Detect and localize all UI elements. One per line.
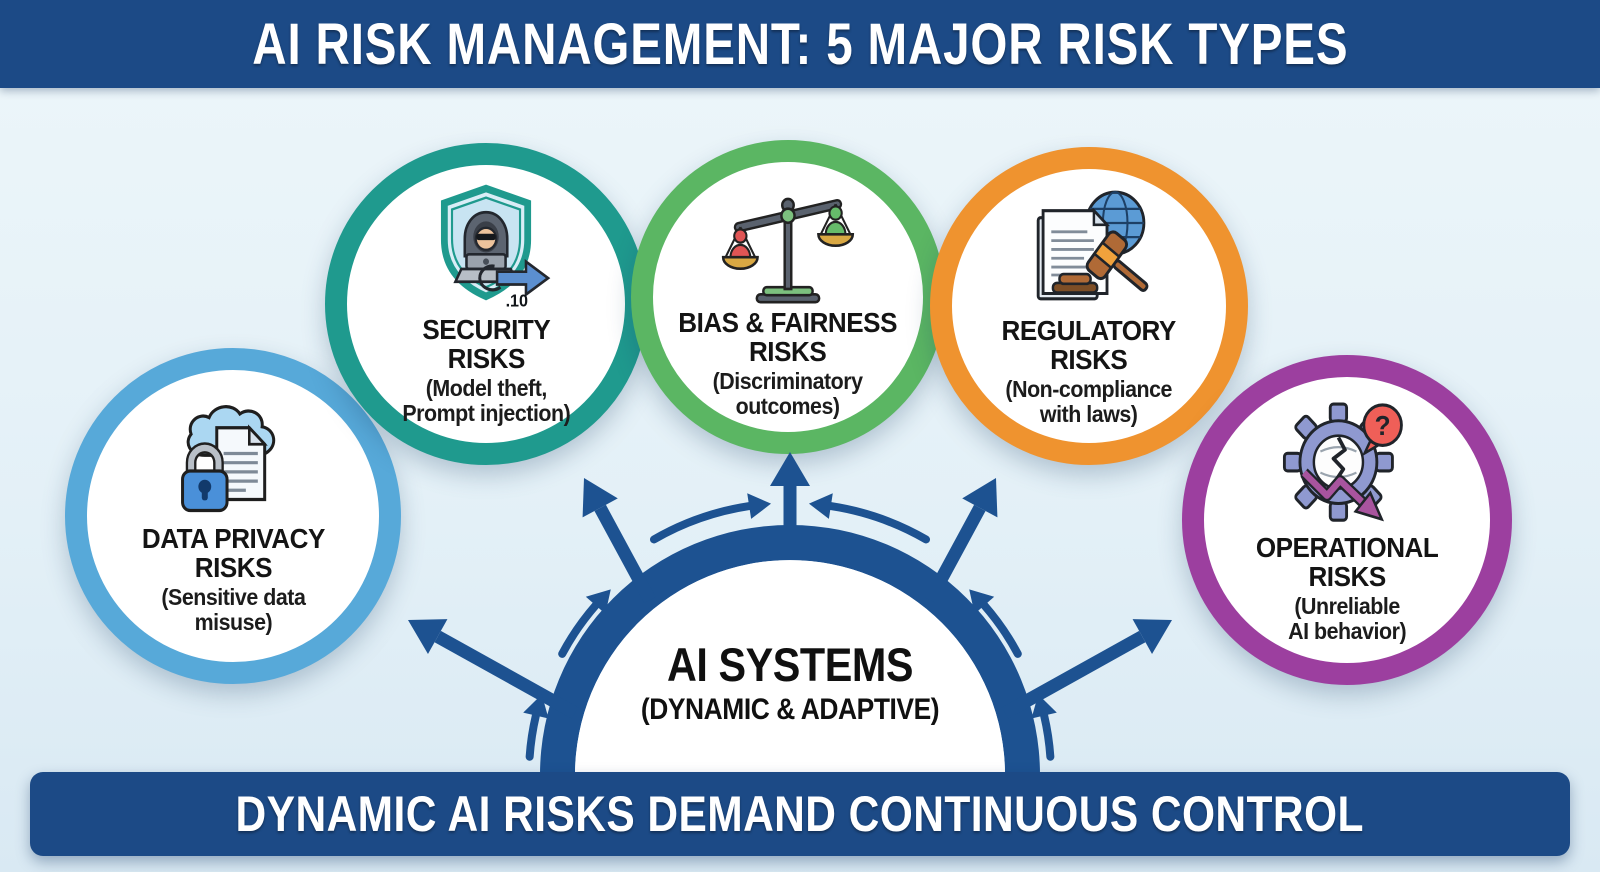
hacker-shield-icon: .10 <box>440 184 551 310</box>
svg-text:?: ? <box>1375 408 1391 440</box>
page-title: AI RISK MANAGEMENT: 5 MAJOR RISK TYPES <box>251 11 1349 77</box>
svg-text:.10: .10 <box>506 290 528 310</box>
balance-scale-icon <box>721 197 855 304</box>
footer-title: DYNAMIC AI RISKS DEMAND CONTINUOUS CONTR… <box>235 786 1365 842</box>
lock-document-cloud-icon <box>181 404 276 512</box>
ai-systems-hub: AI SYSTEMS (DYNAMIC & ADAPTIVE) <box>590 638 990 727</box>
broken-gear-question-icon: ? <box>1282 402 1403 522</box>
hub-title: AI SYSTEMS <box>666 638 914 691</box>
header-banner: AI RISK MANAGEMENT: 5 MAJOR RISK TYPES <box>0 0 1600 88</box>
footer-banner: DYNAMIC AI RISKS DEMAND CONTINUOUS CONTR… <box>30 772 1570 856</box>
hub-subtitle: (DYNAMIC & ADAPTIVE) <box>640 693 940 727</box>
gavel-globe-document-icon <box>1036 190 1149 300</box>
risk-subtitle: (Model theft,Prompt injection) <box>402 374 570 426</box>
